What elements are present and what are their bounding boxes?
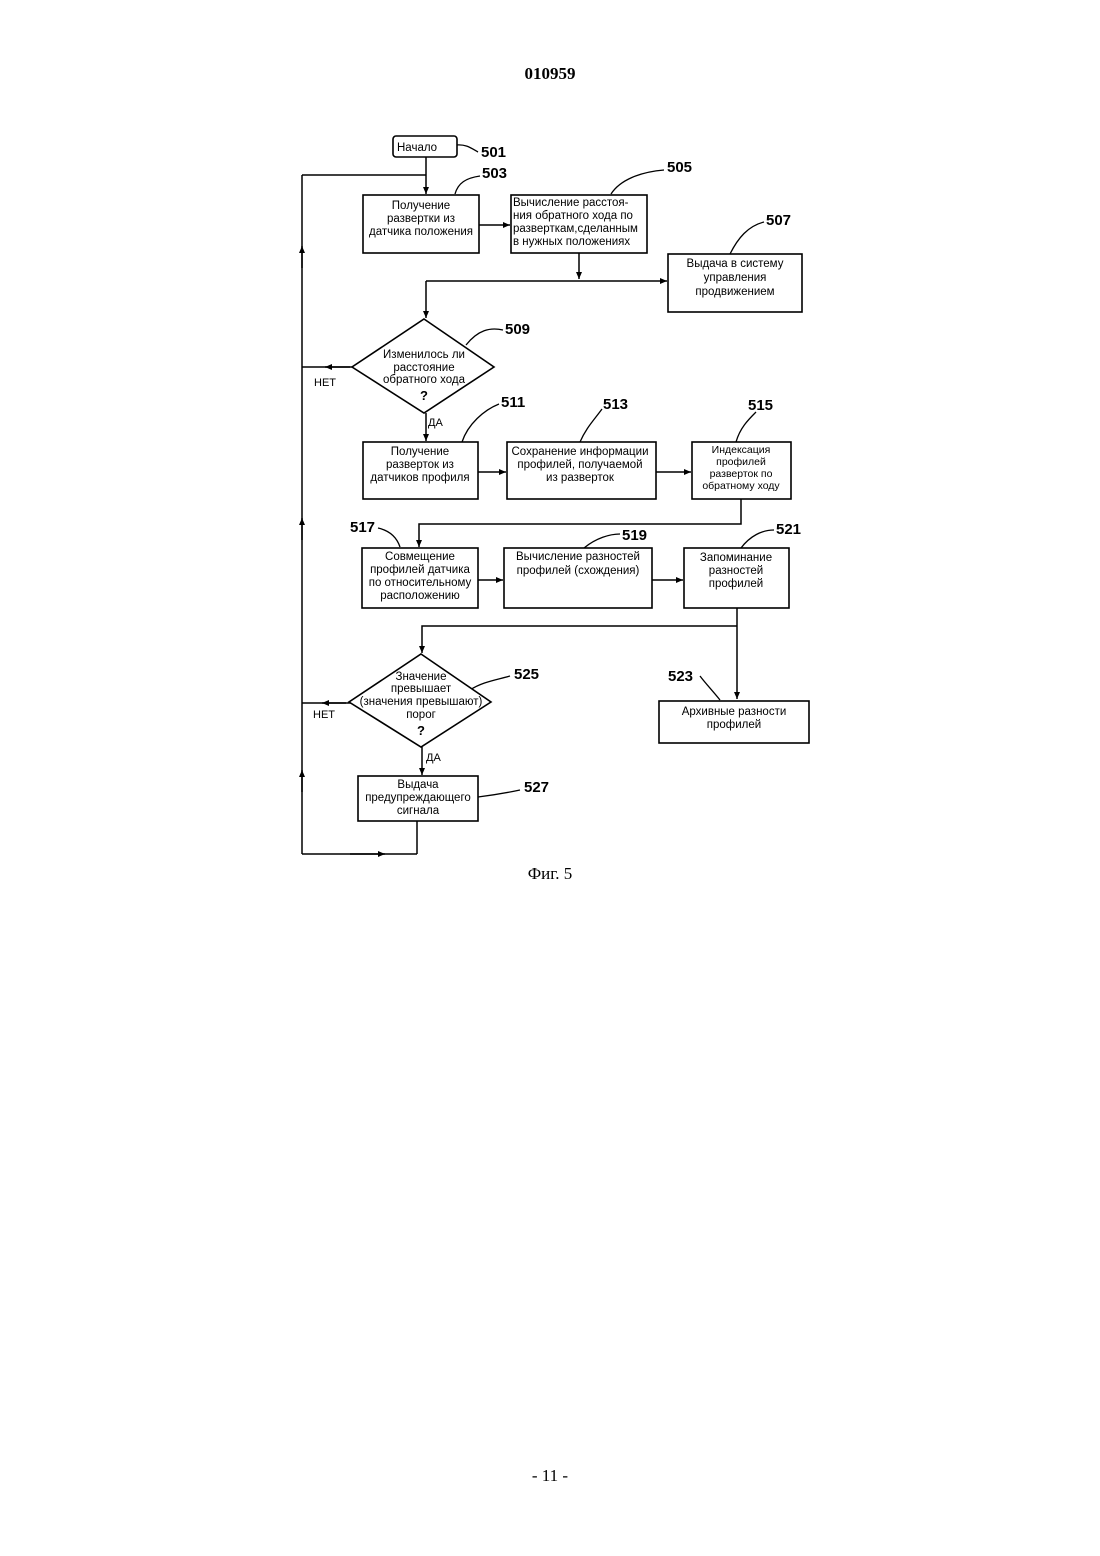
node-index-profiles: Индексация профилей разверток по обратно… <box>692 397 791 499</box>
ref-511: 511 <box>501 394 525 411</box>
node-509-question: ? <box>420 388 428 403</box>
node-get-profile-scans: Получение разверток из датчиков профиля … <box>363 394 525 499</box>
node-519-line-2: профилей (схождения) <box>517 565 640 577</box>
branch-509-no: НЕТ <box>314 377 336 389</box>
node-525-line-4: порог <box>406 709 436 721</box>
ref-509: 509 <box>505 321 530 338</box>
node-compute-profile-differences: Вычисление разностей профилей (схождения… <box>504 527 652 608</box>
page-number: - 11 - <box>0 1466 1100 1486</box>
node-503-line-1: Получение <box>392 200 450 212</box>
branch-509-yes: ДА <box>428 417 443 429</box>
node-store-differences: Запоминание разностей профилей 521 <box>684 521 801 608</box>
node-517-line-1: Совмещение <box>385 551 455 563</box>
node-525-line-1: Значение <box>396 671 447 683</box>
node-521-line-3: профилей <box>709 578 763 590</box>
node-503-line-3: датчика положения <box>369 226 473 238</box>
node-519-line-1: Вычисление разностей <box>516 551 640 563</box>
branch-525-yes: ДА <box>426 752 441 764</box>
node-get-position-scan: Получение развертки из датчика положения… <box>363 165 507 253</box>
node-511-line-2: разверток из <box>386 459 454 471</box>
ref-505: 505 <box>667 159 692 176</box>
node-513-line-1: Сохранение информации <box>512 446 649 458</box>
node-515-line-1: Индексация <box>712 444 771 456</box>
decision-threshold-exceeded: Значение превышает (значения превышают) … <box>313 654 539 764</box>
ref-527: 527 <box>524 779 549 796</box>
ref-523: 523 <box>668 668 693 685</box>
node-505-line-3: разверткам,сделанным <box>513 223 638 235</box>
figure-caption: Фиг. 5 <box>0 864 1100 884</box>
ref-521: 521 <box>776 521 801 538</box>
node-523-line-2: профилей <box>707 719 761 731</box>
node-515-line-4: обратному ходу <box>702 480 780 492</box>
ref-513: 513 <box>603 396 628 413</box>
ref-507: 507 <box>766 212 791 229</box>
node-509-line-2: расстояние <box>393 362 454 374</box>
node-511-line-3: датчиков профиля <box>370 472 469 484</box>
node-507-line-2: управления <box>704 272 767 284</box>
node-521-line-2: разностей <box>709 565 763 577</box>
node-527-line-2: предупреждающего <box>365 792 471 804</box>
node-509-line-3: обратного хода <box>383 374 466 386</box>
node-507-line-1: Выдача в систему <box>687 258 784 270</box>
node-507-line-3: продвижением <box>695 286 774 298</box>
node-515-line-3: разверток по <box>710 468 773 480</box>
node-output-motion-control: Выдача в систему управления продвижением… <box>668 212 802 312</box>
node-517-line-4: расположению <box>380 590 460 602</box>
ref-503: 503 <box>482 165 507 182</box>
node-503-line-2: развертки из <box>387 213 455 225</box>
node-archive-differences: Архивные разности профилей 523 <box>659 668 809 743</box>
node-517-line-3: по относительному <box>369 577 472 589</box>
node-509-line-1: Изменилось ли <box>383 349 465 361</box>
node-521-line-1: Запоминание <box>700 552 772 564</box>
decision-backlash-changed: Изменилось ли расстояние обратного хода … <box>314 319 530 429</box>
node-align-profiles: Совмещение профилей датчика по относител… <box>350 519 478 608</box>
node-start-label: Начало <box>397 142 437 154</box>
node-523-line-1: Архивные разности <box>682 706 787 718</box>
ref-501: 501 <box>481 144 506 161</box>
node-527-line-3: сигнала <box>397 805 440 817</box>
node-505-line-4: в нужных положениях <box>513 236 630 248</box>
node-compute-backlash: Вычисление расстоя- ния обратного хода п… <box>511 159 692 253</box>
node-505-line-1: Вычисление расстоя- <box>513 197 629 209</box>
node-515-line-2: профилей <box>716 456 766 468</box>
ref-525: 525 <box>514 666 539 683</box>
node-store-profile-info: Сохранение информации профилей, получаем… <box>507 396 656 499</box>
node-511-line-1: Получение <box>391 446 449 458</box>
node-513-line-2: профилей, получаемой <box>517 459 642 471</box>
node-start: Начало 501 <box>393 136 506 161</box>
node-525-question: ? <box>417 723 425 738</box>
node-513-line-3: из разверток <box>546 472 615 484</box>
ref-515: 515 <box>748 397 773 414</box>
node-505-line-2: ния обратного хода по <box>513 210 633 222</box>
branch-525-no: НЕТ <box>313 709 335 721</box>
node-525-line-2: превышает <box>391 683 452 695</box>
ref-517: 517 <box>350 519 375 536</box>
node-issue-warning: Выдача предупреждающего сигнала 527 <box>358 776 549 821</box>
node-525-line-3: (значения превышают) <box>360 696 483 708</box>
node-527-line-1: Выдача <box>397 779 439 791</box>
node-517-line-2: профилей датчика <box>370 564 470 576</box>
ref-519: 519 <box>622 527 647 544</box>
